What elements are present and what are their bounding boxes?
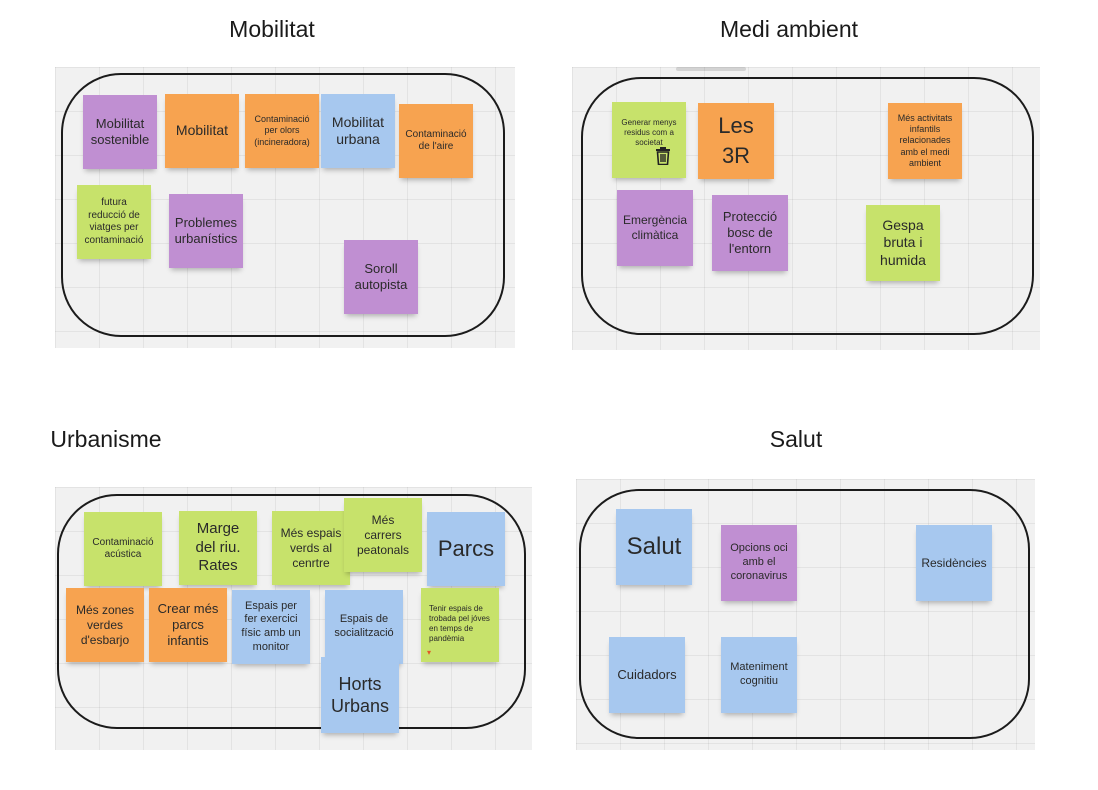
sticky-note[interactable]: Emergència climàtica <box>617 190 693 266</box>
sticky-note[interactable]: Tenir espais de trobada pel jóves en tem… <box>421 588 499 662</box>
board-scroll-indicator <box>676 67 746 71</box>
note-text: Més zones verdes d'esbarjo <box>75 602 135 647</box>
sticky-note[interactable]: Més espais verds al cenrtre <box>272 511 350 585</box>
section-title-salut: Salut <box>769 426 823 452</box>
sticky-note[interactable]: Mobilitat urbana <box>321 94 395 168</box>
section-title-mobilitat: Mobilitat <box>229 16 315 42</box>
note-text: Mobilitat <box>175 122 229 139</box>
note-text: Contaminació de l'aire <box>405 128 467 153</box>
sticky-note[interactable]: Contaminació de l'aire <box>399 104 473 178</box>
sticky-note[interactable]: Soroll autopista <box>344 240 418 314</box>
sticky-note[interactable]: Gespa bruta i humida <box>866 205 940 281</box>
frame-urbanisme <box>57 494 526 729</box>
sticky-note[interactable]: Espais de socialització <box>325 590 403 664</box>
sticky-note[interactable]: Mobilitat <box>165 94 239 168</box>
sticky-note[interactable]: Cuidadors <box>609 637 685 713</box>
note-text: Crear més parcs infantis <box>157 600 219 649</box>
note-text: Protecció bosc de l'entorn <box>722 208 778 257</box>
note-text: Cuidadors <box>617 666 677 682</box>
section-title-medi-ambient: Medi ambient <box>719 16 859 42</box>
note-text: Espais de socialització <box>334 613 394 639</box>
note-text: Opcions oci amb el coronavirus <box>730 542 788 582</box>
sticky-note[interactable]: Més carrers peatonals <box>344 498 422 572</box>
note-text: Més carrers peatonals <box>356 512 410 557</box>
note-text: Emergència climàtica <box>622 213 688 242</box>
note-text: Problemes urbanístics <box>174 214 238 246</box>
note-text: Residències <box>921 555 987 570</box>
note-text: Contaminació per olors (incineradora) <box>254 114 310 147</box>
note-text: futura reducció de viatges per contamina… <box>84 197 144 246</box>
note-text: Més activitats infantils relacionades am… <box>897 112 953 168</box>
section-title-urbanisme: Urbanisme <box>50 426 162 452</box>
note-text: Parcs <box>437 536 495 562</box>
frame-mobilitat <box>61 73 505 337</box>
board-urbanisme[interactable]: Contaminació acústica Marge del riu. Rat… <box>55 487 532 750</box>
board-mobilitat[interactable]: Mobilitat sostenible Mobilitat Contamina… <box>55 67 515 348</box>
note-text: Soroll autopista <box>354 260 408 292</box>
note-text: Espais per fer exercici físic amb un mon… <box>241 599 301 653</box>
sticky-note[interactable]: Més activitats infantils relacionades am… <box>888 103 962 179</box>
sticky-note[interactable]: Horts Urbans <box>321 657 399 733</box>
frame-medi-ambient <box>581 77 1034 335</box>
sticky-note[interactable]: Mateniment cognitiu <box>721 637 797 713</box>
trash-icon[interactable] <box>655 147 671 165</box>
board-medi-ambient[interactable]: Generar menys residus com a societat Les… <box>572 67 1040 350</box>
sticky-note[interactable]: Crear més parcs infantis <box>149 588 227 662</box>
note-text: Gespa bruta i humida <box>880 216 926 268</box>
sticky-note[interactable]: Contaminació acústica <box>84 512 162 586</box>
note-text: Mobilitat urbana <box>331 113 385 148</box>
sticky-note[interactable]: Marge del riu. Rates <box>179 511 257 585</box>
note-text: Tenir espais de trobada pel jóves en tem… <box>429 604 490 643</box>
sticky-note[interactable]: Residències <box>916 525 992 601</box>
note-text: Les 3R <box>718 113 754 168</box>
sticky-note[interactable]: Les 3R <box>698 103 774 179</box>
note-text: Contaminació acústica <box>92 536 154 561</box>
sticky-note[interactable]: Salut <box>616 509 692 585</box>
note-text: Mateniment cognitiu <box>730 661 788 687</box>
sticky-note[interactable]: Problemes urbanístics <box>169 194 243 268</box>
note-text: Generar menys residus com a societat <box>621 118 677 147</box>
sticky-note[interactable]: Parcs <box>427 512 505 586</box>
note-text: Marge del riu. Rates <box>195 519 241 575</box>
warning-icon: ▾ <box>427 648 432 657</box>
sticky-note[interactable]: Mobilitat sostenible <box>83 95 157 169</box>
sticky-note[interactable]: Més zones verdes d'esbarjo <box>66 588 144 662</box>
sticky-note[interactable]: futura reducció de viatges per contamina… <box>77 185 151 259</box>
note-text: Més espais verds al cenrtre <box>280 525 342 570</box>
note-text: Mobilitat sostenible <box>90 115 150 147</box>
note-text: Horts Urbans <box>330 673 390 717</box>
frame-salut <box>579 489 1030 739</box>
sticky-note[interactable]: Contaminació per olors (incineradora) <box>245 94 319 168</box>
sticky-note[interactable]: Generar menys residus com a societat <box>612 102 686 178</box>
board-salut[interactable]: Salut Opcions oci amb el coronavirus Res… <box>576 479 1035 750</box>
sticky-note[interactable]: Opcions oci amb el coronavirus <box>721 525 797 601</box>
note-text: Salut <box>626 533 682 560</box>
sticky-note[interactable]: Protecció bosc de l'entorn <box>712 195 788 271</box>
sticky-note[interactable]: Espais per fer exercici físic amb un mon… <box>232 590 310 664</box>
